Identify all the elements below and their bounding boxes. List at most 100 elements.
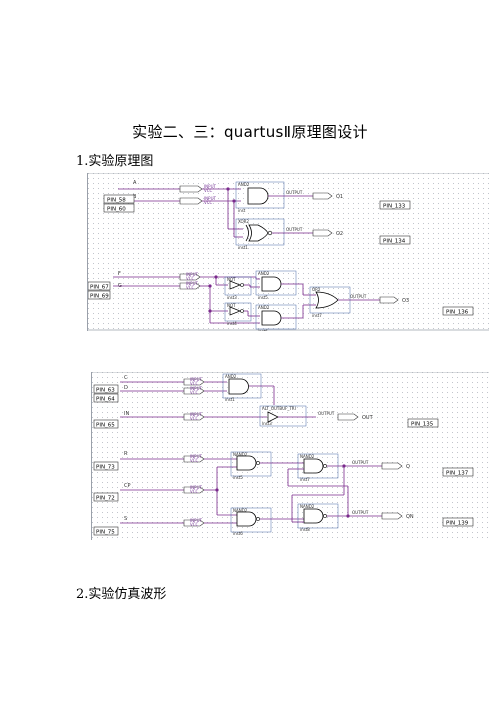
input-g: G INPUT VCC (113, 281, 201, 290)
input-a: A INPUT VCC (118, 180, 217, 193)
svg-text:PIN_58: PIN_58 (107, 198, 126, 204)
nand-gate-inst6: NAND2 inst6 (230, 507, 272, 536)
tri-buffer-inst3: ALT_OUTBUF_TRI inst3 (259, 405, 307, 427)
and-gate-inst: AND2 inst (235, 181, 285, 213)
svg-text:INPUT: INPUT (186, 281, 199, 286)
input-d: D INPUT VCC (120, 385, 205, 395)
not-gate-inst3: NOT inst3 (224, 276, 252, 300)
output-o3: OUTPUT O3 PIN_136 (350, 294, 474, 316)
svg-text:NOT: NOT (227, 303, 236, 308)
svg-text:PIN_72: PIN_72 (96, 496, 115, 502)
svg-text:inst1: inst1 (225, 397, 235, 402)
schematic-1-diagram: A INPUT VCC B INPUT VCC PIN_58 PIN_60 (87, 172, 489, 334)
svg-text:INPUT: INPUT (186, 272, 199, 277)
svg-text:PIN_136: PIN_136 (446, 310, 469, 316)
pin-label-r: PIN_73 (93, 461, 119, 471)
svg-text:AND2: AND2 (258, 305, 270, 310)
svg-text:VCC: VCC (204, 200, 213, 205)
svg-text:OUTPUT: OUTPUT (318, 411, 335, 416)
and-gate-inst1: AND2 inst1 (222, 373, 262, 402)
svg-text:QN: QN (406, 514, 414, 520)
output-q: OUTPUT Q PIN_137 (352, 460, 474, 477)
svg-text:INPUT: INPUT (190, 377, 203, 382)
svg-text:OUT: OUT (362, 415, 374, 421)
svg-text:PIN_64: PIN_64 (96, 397, 115, 403)
pin-label-cp: PIN_72 (93, 492, 119, 502)
svg-text:PIN_75: PIN_75 (96, 530, 115, 536)
svg-text:VCC: VCC (204, 188, 213, 193)
svg-text:PIN_65: PIN_65 (96, 423, 115, 429)
output-o2: OUTPUT O2 PIN_134 (286, 227, 411, 245)
svg-text:R: R (124, 451, 128, 457)
svg-text:INPUT: INPUT (204, 196, 217, 201)
pin-label-in: PIN_65 (93, 419, 119, 429)
schematic-2-diagram: C INPUT VCC D INPUT VCC PIN_63 PIN_64 AN… (92, 371, 489, 540)
svg-text:NOT: NOT (227, 277, 236, 282)
svg-text:A: A (133, 180, 137, 186)
svg-text:F: F (118, 271, 121, 277)
svg-text:inst: inst (238, 208, 246, 213)
input-in: IN INPUT VCC (120, 411, 205, 421)
svg-text:AND2: AND2 (238, 182, 250, 187)
input-f: F INPUT VCC (113, 271, 201, 281)
svg-text:INPUT: INPUT (190, 412, 203, 417)
pin-label-s: PIN_75 (93, 526, 119, 536)
svg-text:NAND2: NAND2 (233, 508, 248, 513)
pin-label-c: PIN_63 (93, 384, 119, 394)
svg-text:VCC: VCC (190, 458, 199, 463)
svg-text:inst7: inst7 (300, 477, 310, 482)
svg-text:INPUT: INPUT (190, 386, 203, 391)
input-r: R INPUT VCC (120, 451, 205, 463)
svg-text:VCC: VCC (190, 416, 199, 421)
svg-text:Q: Q (406, 464, 410, 470)
svg-text:INPUT: INPUT (204, 184, 217, 189)
output-qn: OUTPUT QN PIN_139 (352, 510, 474, 527)
svg-text:VCC: VCC (186, 276, 195, 281)
svg-text:inst1: inst1 (238, 245, 248, 250)
svg-text:D: D (124, 385, 128, 391)
input-b: B INPUT VCC (118, 194, 217, 205)
input-cp: CP INPUT VCC (120, 483, 205, 494)
svg-text:ALT_OUTBUF_TRI: ALT_OUTBUF_TRI (262, 406, 296, 411)
svg-text:PIN_139: PIN_139 (446, 521, 469, 527)
svg-text:OUTPUT: OUTPUT (350, 294, 367, 299)
xor-gate-inst1: XOR2 inst1 (235, 218, 285, 250)
section-1-heading: 1.实验原理图 (76, 154, 154, 169)
svg-text:AND2: AND2 (225, 374, 237, 379)
svg-text:AND2: AND2 (258, 271, 270, 276)
svg-text:inst8: inst8 (300, 527, 310, 532)
input-c: C INPUT VCC (120, 375, 205, 386)
svg-text:PIN_73: PIN_73 (96, 465, 115, 471)
svg-text:inst6: inst6 (258, 329, 268, 331)
svg-text:PIN_69: PIN_69 (90, 294, 109, 300)
svg-text:inst3: inst3 (227, 295, 237, 300)
svg-text:inst5: inst5 (233, 475, 243, 480)
svg-text:inst3: inst3 (262, 421, 272, 426)
svg-text:IN: IN (124, 411, 129, 417)
svg-text:PIN_60: PIN_60 (107, 207, 126, 213)
output-o1: OUTPUT O1 PIN_133 (286, 190, 411, 210)
svg-text:CP: CP (124, 483, 131, 489)
svg-text:PIN_63: PIN_63 (96, 388, 115, 394)
svg-text:O3: O3 (402, 298, 409, 304)
svg-text:INPUT: INPUT (190, 485, 203, 490)
schematic-1: A INPUT VCC B INPUT VCC PIN_58 PIN_60 (87, 172, 489, 334)
svg-text:NAND2: NAND2 (300, 504, 315, 509)
svg-text:inst4: inst4 (227, 321, 237, 326)
schematic-2: C INPUT VCC D INPUT VCC PIN_63 PIN_64 AN… (91, 371, 489, 540)
svg-text:inst7: inst7 (312, 313, 322, 318)
svg-text:PIN_134: PIN_134 (383, 239, 406, 245)
page-title: 实验二、三：quartusⅡ原理图设计 (132, 123, 368, 141)
svg-text:XOR2: XOR2 (238, 219, 249, 224)
pin-label-b: PIN_60 (103, 203, 135, 213)
svg-text:PIN_135: PIN_135 (411, 422, 434, 428)
svg-text:PIN_133: PIN_133 (383, 204, 406, 210)
not-gate-inst4: NOT inst4 (224, 302, 252, 326)
svg-text:INPUT: INPUT (190, 454, 203, 459)
pin-label-f: PIN_67 (87, 281, 111, 291)
svg-text:OUTPUT: OUTPUT (352, 510, 369, 515)
nand-gate-inst5: NAND2 inst5 (230, 451, 272, 480)
input-s: S INPUT VCC (120, 516, 205, 527)
svg-text:PIN_67: PIN_67 (90, 285, 109, 291)
pin-label-d: PIN_64 (93, 393, 119, 403)
